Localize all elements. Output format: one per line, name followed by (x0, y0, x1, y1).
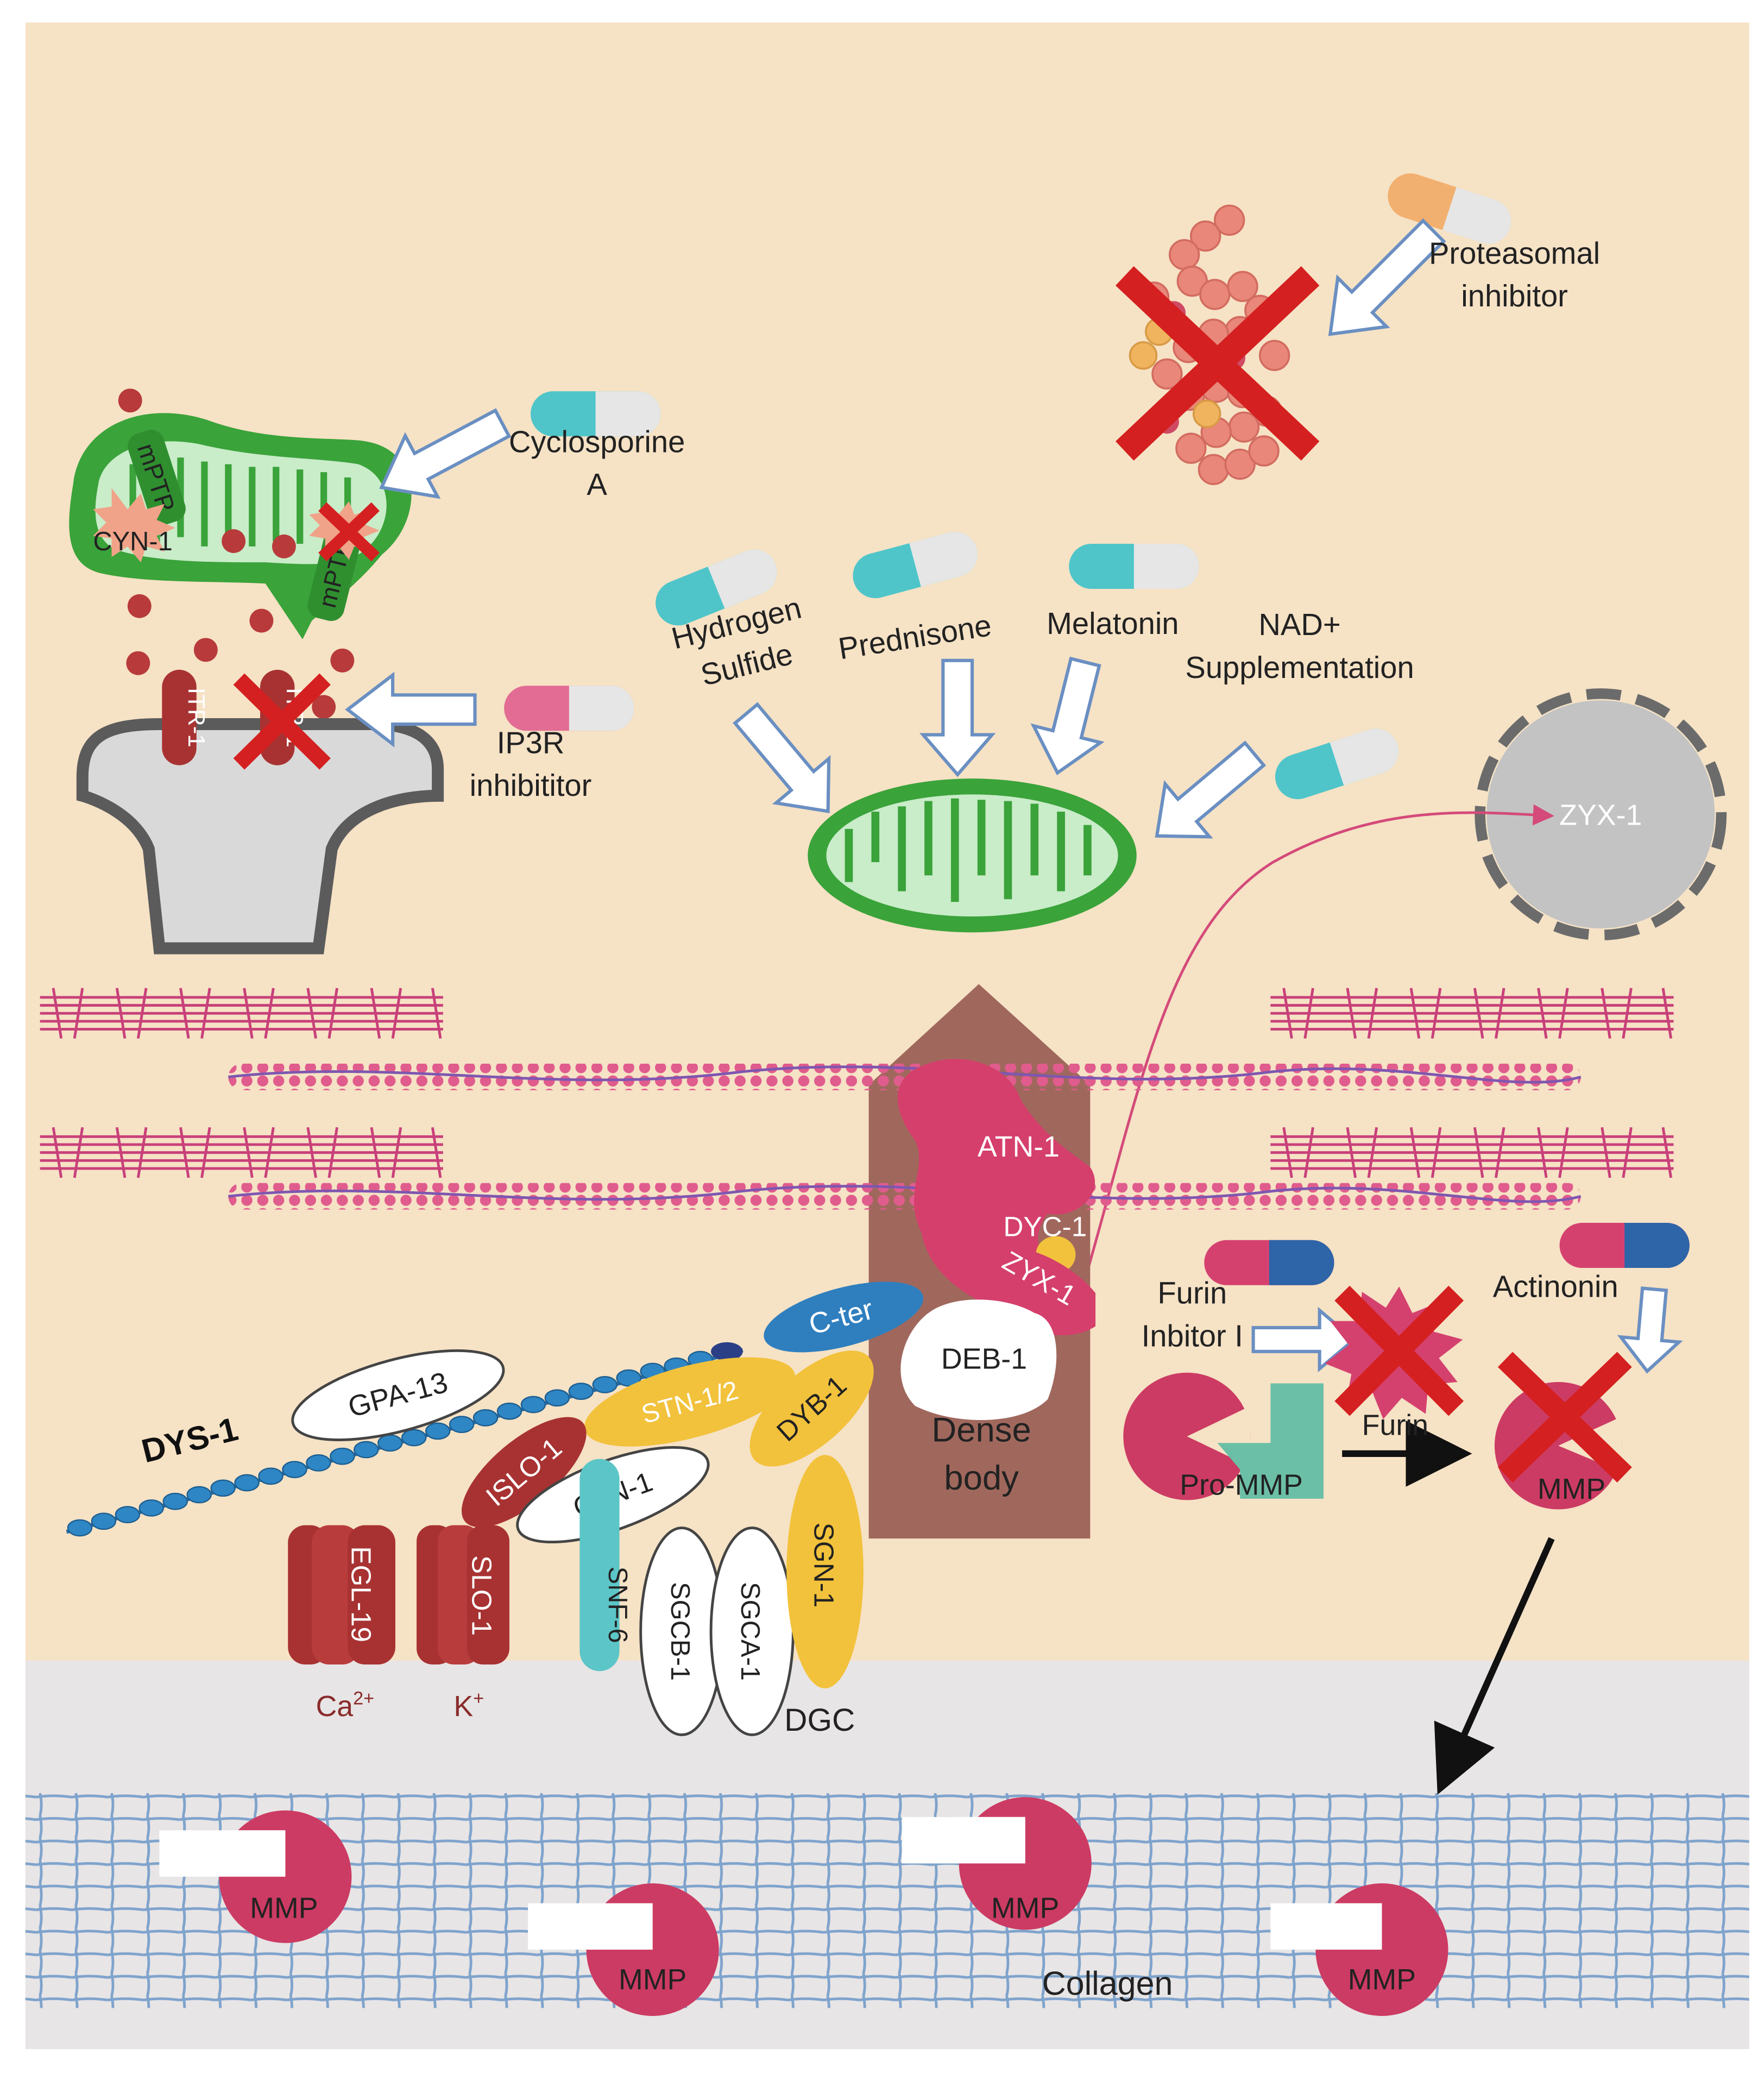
nad-pill-icon (1275, 728, 1398, 800)
arrow-icon (345, 671, 477, 747)
cyn-starburst-icon (93, 488, 175, 563)
snf-6: SNF-6 (579, 1459, 632, 1672)
thin-filaments (228, 1064, 1582, 1210)
potassium-ion-label: K+ (453, 1688, 484, 1723)
sgn-1: SGN-1 (786, 1455, 864, 1688)
furin-label: Furin (1362, 1409, 1428, 1442)
deb-1-label: DEB-1 (941, 1343, 1027, 1375)
dyc-1-label: DYC-1 (1003, 1211, 1087, 1242)
arrow-icon (1155, 740, 1267, 839)
arrow-icon (1251, 1306, 1357, 1373)
ecm-mmp: MMP (159, 1810, 352, 1943)
furin-inhibition-x-icon (1334, 1285, 1464, 1416)
arrow-icon (1617, 1286, 1683, 1374)
arrow-icon (1030, 656, 1105, 776)
sgn-1-label: SGN-1 (808, 1523, 839, 1608)
atn-1-complex: ATN-1 DYC-1 ZYX-1 DEB-1 (897, 1059, 1096, 1421)
ecm-mmp-label-3: MMP (991, 1892, 1059, 1924)
actinonin-label: Actinonin (1493, 1270, 1618, 1304)
sgca-1-label: SGCA-1 (735, 1582, 765, 1681)
collagen-label: Collagen (1042, 1965, 1173, 2002)
sarcoplasmic-reticulum: ITR-1 ITR-1 (76, 669, 444, 954)
cyn-1-label: CYN-1 (93, 527, 172, 556)
furin-inhibitor-pill-icon (1204, 1240, 1334, 1285)
mmp-secretion-arrow (1434, 1537, 1555, 1795)
nad-supplementation-label: NAD+Supplementation (1185, 607, 1414, 684)
melatonin-pill-icon (1069, 543, 1199, 589)
sgca-1: SGCA-1 (709, 1527, 795, 1736)
itr-inhibition-x-icon (233, 673, 331, 770)
pro-mmp-label: Pro-MMP (1180, 1469, 1303, 1502)
proteasomal-inhibitor-pill-icon (1388, 173, 1511, 244)
actinonin-pill-icon (1559, 1223, 1690, 1268)
arrow-icon (919, 658, 996, 777)
sgcb-1-label: SGCB-1 (665, 1582, 695, 1681)
slo-1-label: SLO-1 (467, 1555, 497, 1636)
arrow-icon (733, 702, 831, 814)
ecm-mmp-label-2: MMP (619, 1963, 686, 1996)
mitochondrion-mptp: mPTP mPTP CYN-1 (69, 413, 412, 639)
calcium-ion-label: Ca2+ (316, 1688, 374, 1723)
mmp-inhibition-x-icon (1497, 1352, 1632, 1482)
mitochondrion-central (808, 778, 1137, 933)
ecm-mmp-label-1: MMP (250, 1892, 318, 1924)
arrow-icon (379, 408, 512, 499)
ecm-mmp: MMP (1270, 1883, 1448, 2017)
hydrogen-sulfide-pill-icon (656, 549, 777, 626)
mmp-active: MMP (1494, 1352, 1632, 1510)
proteasome (1116, 204, 1320, 485)
pro-mmp: Pro-MMP (1123, 1372, 1324, 1502)
mptp-inhibition-x-icon (318, 502, 380, 562)
dys-1-rod (66, 1342, 744, 1537)
thick-filaments (40, 988, 1674, 1178)
ip3r-inhibitor-pill-icon (504, 686, 634, 731)
gpa-13: GPA-13 (291, 1349, 505, 1441)
cyclosporine-pill-icon (531, 391, 661, 437)
atn-1-label: ATN-1 (978, 1130, 1060, 1163)
arrow-icon (1328, 218, 1446, 336)
c-ter: C-ter (764, 1282, 924, 1353)
egl-19-label: EGL-19 (345, 1546, 376, 1642)
ecm-mmp: MMP (528, 1883, 719, 2017)
zyx-1-nucleus-label: ZYX-1 (1559, 799, 1642, 832)
stn-1-2: STN-1/2 (584, 1357, 796, 1447)
slo-1-channel: SLO-1 (417, 1525, 509, 1665)
furin-enzyme (1325, 1285, 1464, 1419)
zyx-translocation-arrow (1083, 804, 1554, 1280)
mmp-label: MMP (1538, 1473, 1605, 1505)
ecm-mmp: MMP (902, 1797, 1092, 1930)
melatonin-label: Melatonin (1047, 606, 1179, 640)
ecm-mmp-label-4: MMP (1348, 1963, 1416, 1996)
snf-6-label: SNF-6 (603, 1567, 632, 1643)
dgc-label: DGC (784, 1703, 855, 1738)
itr-1-label-1: ITR-1 (183, 688, 210, 747)
nucleus: ZYX-1 (1475, 688, 1727, 940)
egl-19-channel: EGL-19 (288, 1525, 395, 1665)
proteasome-inhibition-x-icon (1116, 266, 1320, 461)
prednisone-pill-icon (853, 531, 978, 599)
